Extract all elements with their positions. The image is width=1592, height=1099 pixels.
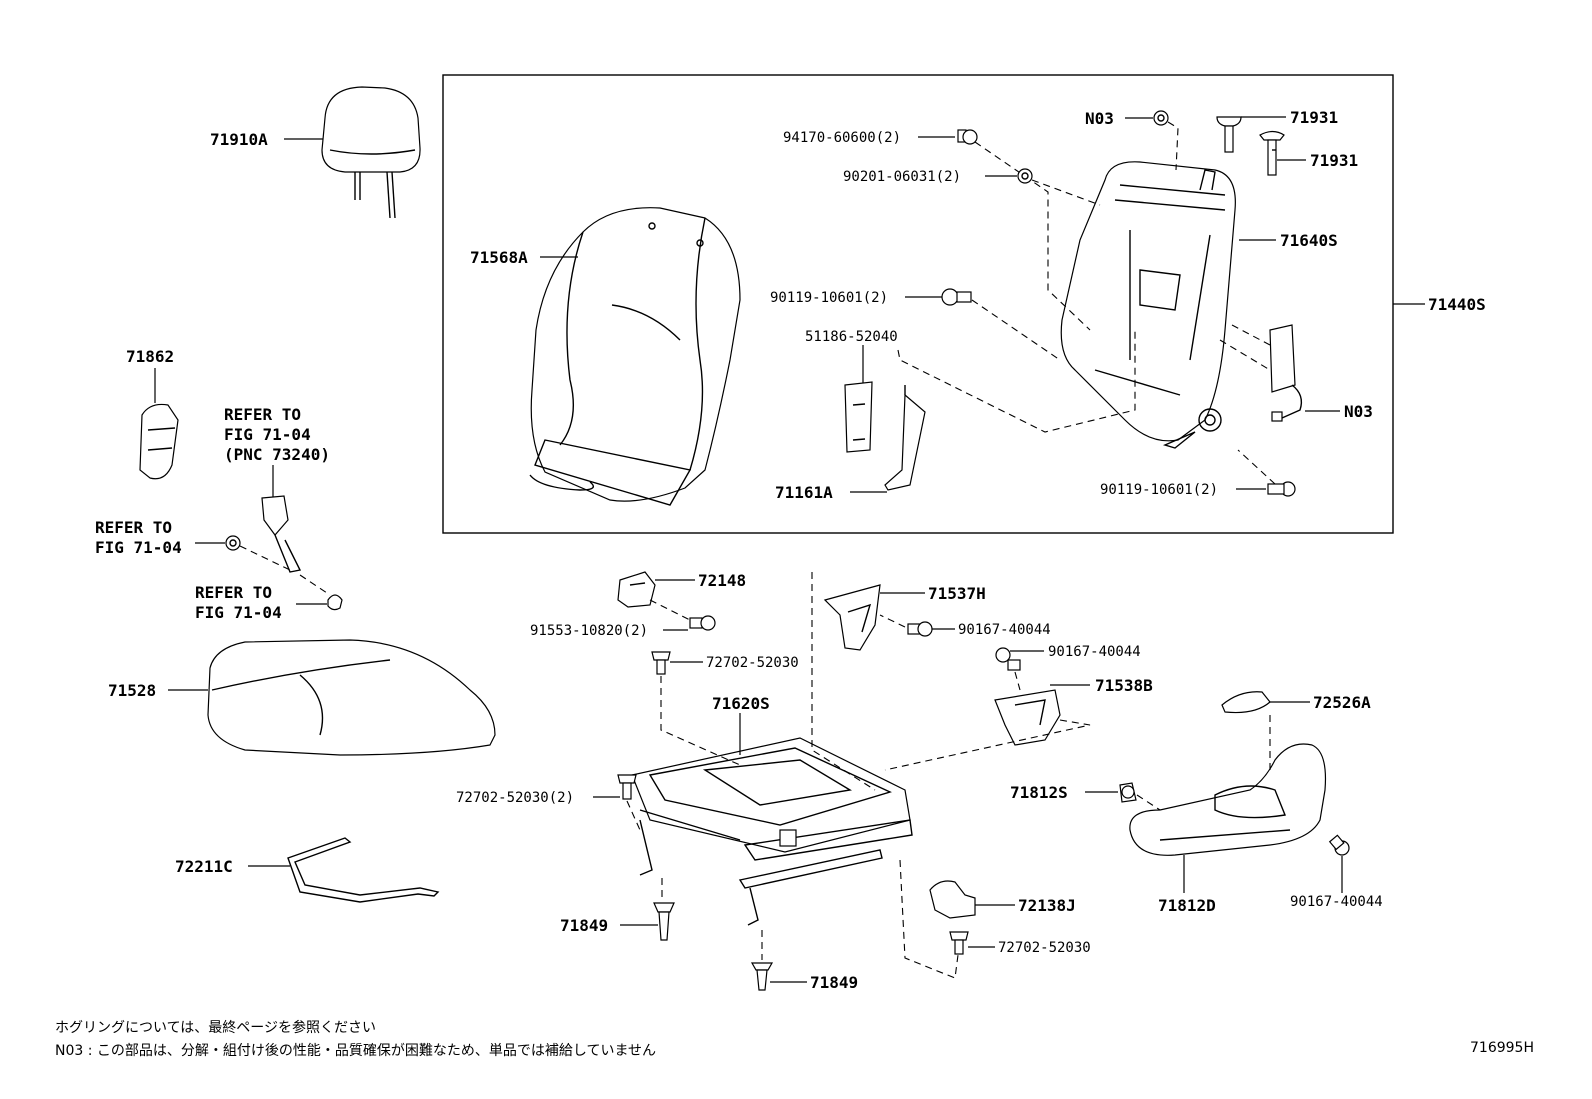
label-72138J: 72138J bbox=[1018, 896, 1076, 915]
label-72211C: 72211C bbox=[175, 857, 233, 876]
label-71620S: 71620S bbox=[712, 694, 770, 713]
label-90167-b: 90167-40044 bbox=[1048, 644, 1141, 660]
label-72702-upper: 72702-52030 bbox=[706, 655, 799, 671]
rivet-71849-a bbox=[653, 902, 675, 941]
label-n03-top: N03 bbox=[1085, 109, 1114, 128]
side-shield bbox=[1129, 743, 1327, 856]
label-90201: 90201-06031(2) bbox=[843, 169, 961, 185]
nut-90201 bbox=[1017, 168, 1033, 184]
label-refer-1b: FIG 71-04 bbox=[224, 425, 311, 444]
label-71812S: 71812S bbox=[1010, 783, 1068, 802]
rivet-71849-b bbox=[750, 962, 774, 991]
seat-belt-buckle bbox=[261, 495, 302, 573]
label-71568A: 71568A bbox=[470, 248, 528, 267]
label-90119-lower: 90119-10601(2) bbox=[1100, 482, 1218, 498]
figure-id: 716995H bbox=[1470, 1040, 1534, 1056]
headrest-supports bbox=[1216, 116, 1285, 176]
side-airbag bbox=[1269, 324, 1303, 422]
bolt-94170 bbox=[957, 129, 978, 145]
label-51186: 51186-52040 bbox=[805, 329, 898, 345]
label-71931-a: 71931 bbox=[1290, 108, 1338, 127]
label-n03-side: N03 bbox=[1344, 402, 1373, 421]
label-71537H: 71537H bbox=[928, 584, 986, 603]
label-71161A: 71161A bbox=[775, 483, 833, 502]
buckle-bolt bbox=[225, 535, 241, 551]
footnote-hog-ring: ホグリングについては、最終ページを参照ください bbox=[55, 1020, 377, 1036]
label-72702-pair: 72702-52030(2) bbox=[456, 790, 574, 806]
label-71849-b: 71849 bbox=[810, 973, 858, 992]
label-refer-3b: FIG 71-04 bbox=[195, 603, 282, 622]
label-71862: 71862 bbox=[126, 347, 174, 366]
label-71849-a: 71849 bbox=[560, 916, 608, 935]
label-refer-3a: REFER TO bbox=[195, 583, 272, 602]
label-90167-c: 90167-40044 bbox=[1290, 894, 1383, 910]
footnote-n03: N03 : この部品は、分解・組付け後の性能・品質確保が困難なため、単品では補給… bbox=[55, 1043, 657, 1059]
hinge-cover bbox=[139, 403, 179, 480]
label-refer-2b: FIG 71-04 bbox=[95, 538, 182, 557]
bolt-90167-b bbox=[995, 647, 1021, 671]
bolt-90167-a bbox=[907, 621, 933, 637]
label-71812D: 71812D bbox=[1158, 896, 1216, 915]
seatback-cover bbox=[529, 207, 741, 506]
seat-cushion-cover bbox=[207, 639, 496, 756]
label-72526A: 72526A bbox=[1313, 693, 1371, 712]
label-refer-1c: (PNC 73240) bbox=[224, 445, 330, 464]
part-labels: 71910A 71568A 71862 REFER TO FIG 71-04 (… bbox=[95, 108, 1486, 992]
seat-cushion-frame bbox=[631, 737, 913, 926]
label-90119-upper: 90119-10601(2) bbox=[770, 290, 888, 306]
label-71528: 71528 bbox=[108, 681, 156, 700]
seat-wire bbox=[287, 837, 440, 903]
bolt-90119-upper bbox=[941, 288, 972, 306]
label-71640S: 71640S bbox=[1280, 231, 1338, 250]
headrest bbox=[321, 86, 421, 219]
label-71931-b: 71931 bbox=[1310, 151, 1358, 170]
label-refer-1a: REFER TO bbox=[224, 405, 301, 424]
lower-cover bbox=[929, 880, 976, 919]
label-72148: 72148 bbox=[698, 571, 746, 590]
label-71538B: 71538B bbox=[1095, 676, 1153, 695]
label-72702-lower: 72702-52030 bbox=[998, 940, 1091, 956]
label-refer-2a: REFER TO bbox=[95, 518, 172, 537]
n03-nut-top bbox=[1153, 110, 1169, 126]
label-94170: 94170-60600(2) bbox=[783, 130, 901, 146]
bolt-91553 bbox=[689, 615, 716, 631]
bolt-90119-lower bbox=[1267, 481, 1296, 497]
bracket-71161A bbox=[884, 385, 926, 491]
bolt-72702-upper bbox=[651, 651, 671, 675]
bolt-90167-c bbox=[1328, 834, 1350, 856]
bracket-72148 bbox=[617, 571, 656, 608]
label-71440S: 71440S bbox=[1428, 295, 1486, 314]
bracket-71538B bbox=[994, 689, 1061, 746]
bracket-51186 bbox=[844, 381, 873, 453]
bolt-72702-lower bbox=[949, 931, 969, 955]
label-71910A: 71910A bbox=[210, 130, 268, 149]
bolt-72702-pair bbox=[617, 774, 637, 800]
buckle-nut bbox=[327, 594, 343, 611]
bracket-71537H bbox=[823, 584, 881, 651]
clip-71812S bbox=[1119, 782, 1137, 803]
lever-knob bbox=[1221, 691, 1271, 714]
seatback-frame bbox=[1060, 161, 1236, 449]
label-90167-a: 90167-40044 bbox=[958, 622, 1051, 638]
label-91553: 91553-10820(2) bbox=[530, 623, 648, 639]
